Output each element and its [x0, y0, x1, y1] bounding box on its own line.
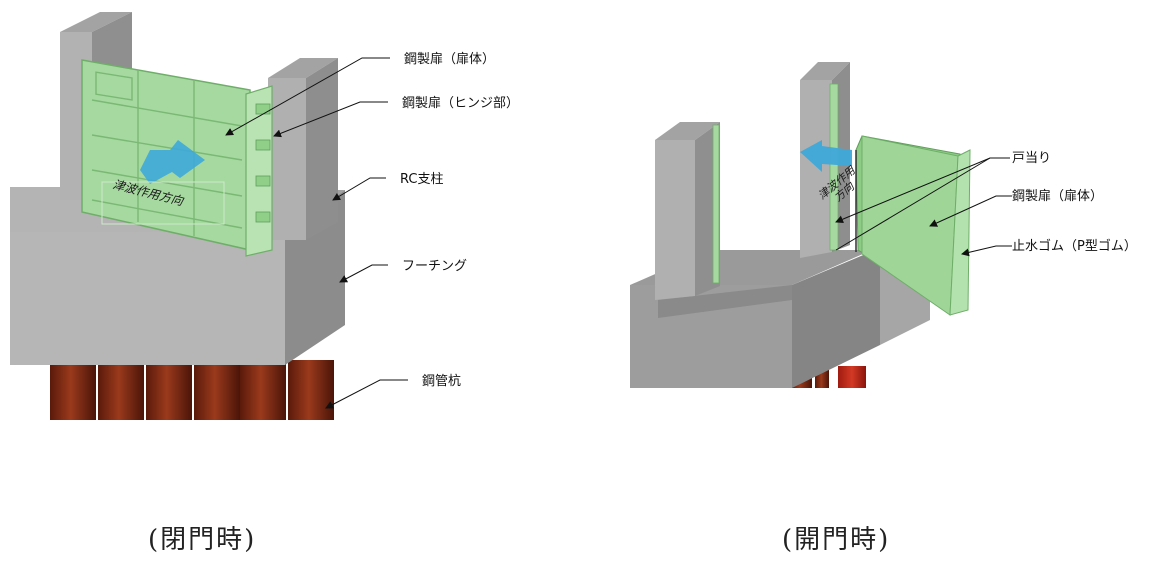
steel-door-closed: 津波作用方向: [81, 59, 273, 257]
label-door-hinge: 鋼製扉（ヒンジ部）: [402, 95, 519, 111]
label-footing: フーチング: [402, 259, 467, 274]
label-steel-pile: 鋼管杭: [422, 374, 461, 389]
label-rc-pillar: RC支柱: [400, 172, 443, 187]
label-water-seal: 止水ゴム（P型ゴム）: [1012, 238, 1137, 254]
open-gate-figure: 津波作用 方向 戸当り 鋼製扉（扉体） 止水ゴム（P型ゴム）: [630, 62, 1137, 388]
tsunami-direction-arrow: [140, 140, 205, 184]
caption-open: (開門時): [782, 525, 891, 555]
closed-gate-figure: 津波作用方向 鋼製扉（扉体） 鋼製扉（ヒンジ部） RC支柱 フーチング 鋼管杭: [10, 12, 519, 420]
caption-closed: (閉門時): [148, 525, 257, 555]
rc-pillar-left-open: [655, 122, 720, 300]
label-door-stop: 戸当り: [1012, 151, 1051, 166]
label-door-body-open: 鋼製扉（扉体）: [1012, 188, 1103, 204]
steel-piles: [50, 360, 334, 420]
rc-pillar-right: [268, 58, 338, 240]
label-door-body: 鋼製扉（扉体）: [404, 51, 495, 67]
tsunami-direction-arrow-open: [800, 140, 852, 172]
